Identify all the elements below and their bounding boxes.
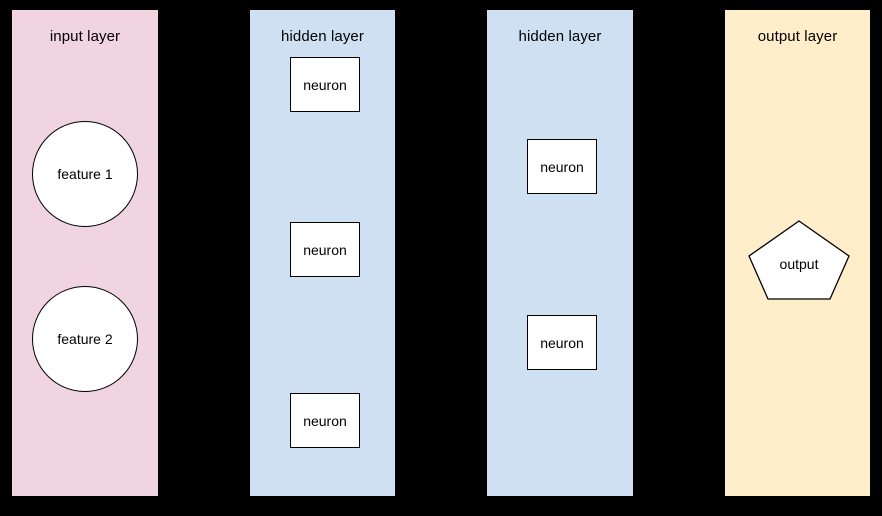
layer-title-hidden-2: hidden layer [518,28,602,45]
layer-panel-input[interactable]: input layer [12,10,158,496]
layer-title-output: output layer [757,28,838,45]
node-label-hidden1-neuron-1: neuron [303,76,347,93]
node-label-hidden2-neuron-1: neuron [540,158,584,175]
node-feature-1[interactable]: feature 1 [32,121,138,227]
layer-title-hidden-1: hidden layer [281,28,364,45]
pentagon-shape [748,220,850,300]
node-label-feature-1: feature 1 [57,166,113,182]
node-label-feature-2: feature 2 [57,331,113,347]
node-hidden2-neuron-1[interactable]: neuron [527,139,597,194]
node-label-hidden1-neuron-2: neuron [303,241,347,258]
node-hidden1-neuron-3[interactable]: neuron [290,393,360,448]
node-label-hidden2-neuron-2: neuron [540,334,584,351]
layer-panel-hidden-2[interactable]: hidden layer [487,10,633,496]
node-hidden1-neuron-1[interactable]: neuron [290,57,360,112]
node-label-hidden1-neuron-3: neuron [303,412,347,429]
node-hidden2-neuron-2[interactable]: neuron [527,315,597,370]
node-output[interactable]: output [748,220,850,300]
node-hidden1-neuron-2[interactable]: neuron [290,222,360,277]
layer-title-input: input layer [49,28,121,45]
node-feature-2[interactable]: feature 2 [32,286,138,392]
